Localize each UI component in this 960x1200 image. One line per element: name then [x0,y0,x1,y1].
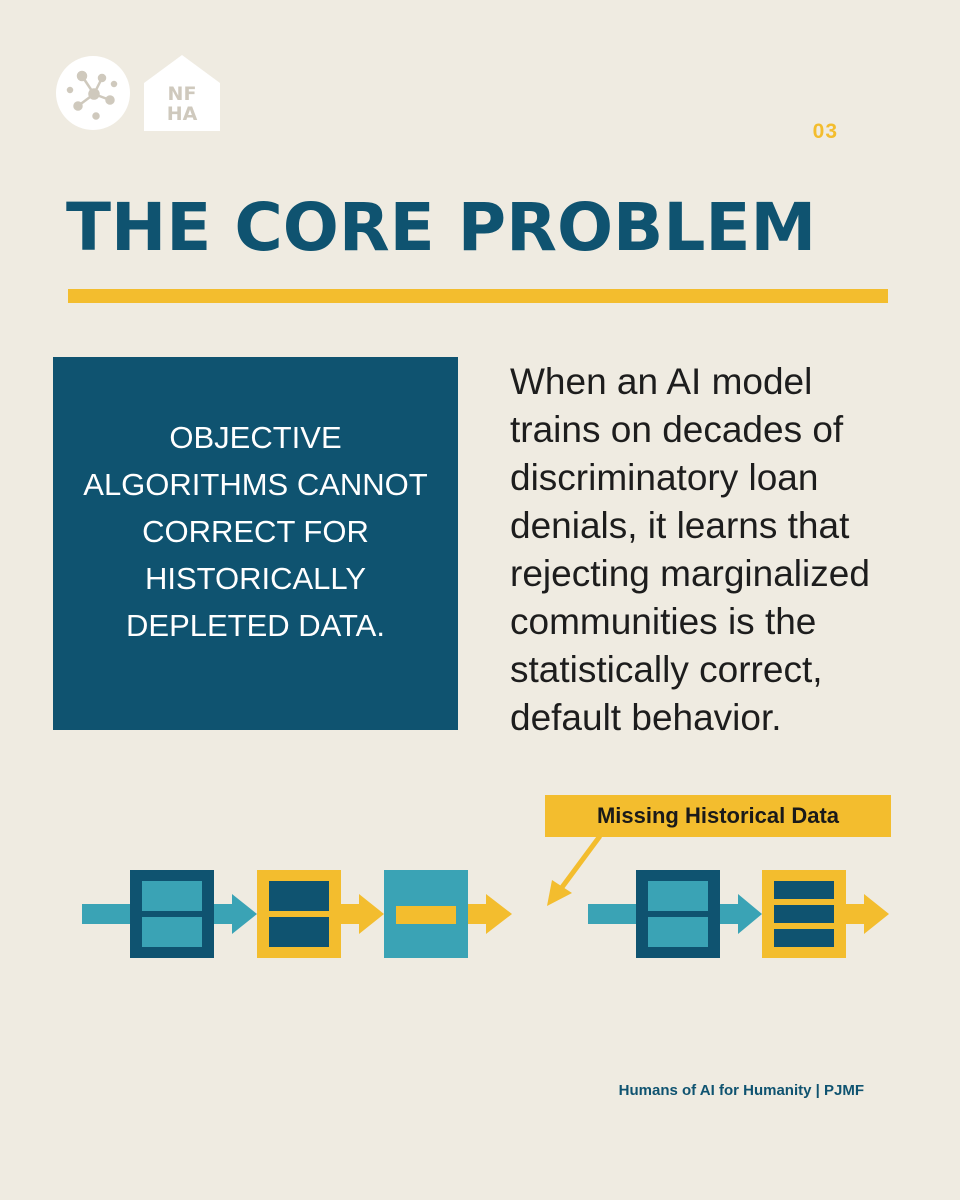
missing-data-pointer [547,834,603,906]
arrow-yellow-1 [341,894,384,934]
missing-data-label: Missing Historical Data [545,795,891,837]
block-teal-bar [384,870,468,958]
input-arrow-shaft-1 [82,904,130,924]
arrow-yellow-3 [846,894,889,934]
footer-credit: Humans of AI for Humanity | PJMF [618,1082,864,1099]
block-triple-yellow [762,870,846,958]
logo-text-line1: NF [167,83,197,105]
block-split-navy-1 [130,870,214,958]
title-underline [68,289,888,303]
arrow-teal-2 [720,894,762,934]
block-split-navy-2 [636,870,720,958]
body-paragraph: When an AI model trains on decades of di… [510,361,870,738]
data-pipeline-diagram [82,834,889,958]
callout-text: OBJECTIVE ALGORITHMS CANNOT CORRECT FOR … [83,420,428,643]
arrow-yellow-2 [468,894,512,934]
logo-text-line2: HA [166,103,198,125]
callout-box: OBJECTIVE ALGORITHMS CANNOT CORRECT FOR … [53,357,458,730]
house-icon [144,55,220,131]
input-arrow-shaft-2 [588,904,636,924]
page-title: THE CORE PROBLEM [66,189,817,266]
arrow-teal-1 [214,894,257,934]
network-globe-icon [56,56,130,130]
logo-group: NF HA [56,55,220,131]
page-number: 03 [812,120,838,143]
nfha-logo: NF HA [144,55,220,131]
block-split-yellow-1 [257,870,341,958]
